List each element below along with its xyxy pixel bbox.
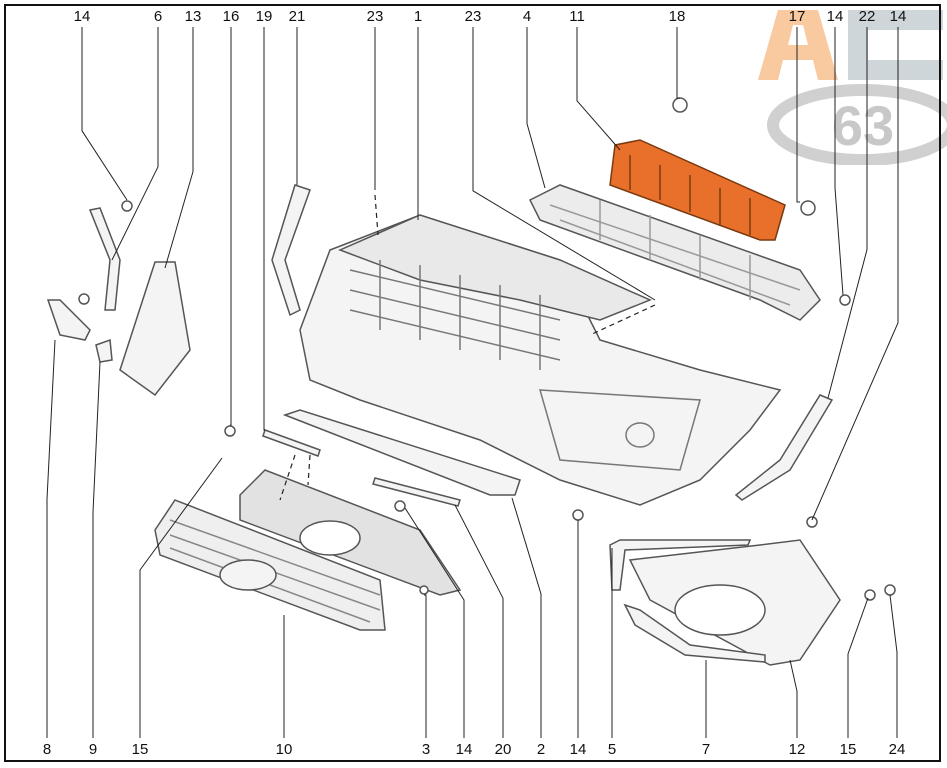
leader-line [111, 27, 159, 261]
part-strip-20 [372, 477, 461, 507]
callout-bottom-15: 15 [839, 741, 857, 758]
callout-bottom-5: 5 [607, 741, 617, 758]
callout-bottom-2: 2 [536, 741, 546, 758]
callout-top-14: 14 [73, 8, 91, 25]
part-bracket-21 [271, 184, 311, 317]
leader-line [847, 597, 869, 738]
callout-top-6: 6 [153, 8, 163, 25]
leader-line [811, 27, 899, 521]
callout-top-14: 14 [826, 8, 844, 25]
part-bracket-22 [734, 394, 834, 501]
callout-top-21: 21 [288, 8, 306, 25]
callout-top-18: 18 [668, 8, 686, 25]
part-fog-trim-7 [623, 603, 766, 663]
callout-top-17: 17 [788, 8, 806, 25]
leader-line [46, 339, 56, 738]
part-lower-spoiler [282, 409, 521, 496]
callout-top-4: 4 [522, 8, 532, 25]
part-reinforcement-highlighted [609, 139, 786, 241]
callout-top-23: 23 [366, 8, 384, 25]
part-bracket-13 [119, 261, 191, 397]
part-clip-9 [95, 338, 113, 363]
callout-bottom-9: 9 [88, 741, 98, 758]
callout-bottom-15: 15 [131, 741, 149, 758]
leader-line [81, 27, 128, 201]
callout-top-23: 23 [464, 8, 482, 25]
leader-line [676, 27, 680, 99]
callout-top-11: 11 [569, 8, 585, 25]
callout-top-14: 14 [889, 8, 907, 25]
leader-line [511, 497, 542, 738]
leader-line [263, 27, 265, 431]
callout-bottom-10: 10 [275, 741, 293, 758]
leader-line [164, 27, 194, 269]
part-bumper-upper [338, 214, 652, 321]
callout-bottom-12: 12 [788, 741, 806, 758]
svg-text:63: 63 [832, 94, 894, 157]
watermark-logo: 63 [758, 0, 947, 165]
callout-bottom-8: 8 [42, 741, 52, 758]
callout-bottom-3: 3 [421, 741, 431, 758]
leader-line [827, 27, 868, 399]
part-lower-grille [528, 184, 821, 321]
callout-top-1: 1 [413, 8, 423, 25]
leader-line [576, 27, 621, 151]
part-trim-8 [46, 299, 91, 341]
callout-top-19: 19 [255, 8, 273, 25]
leader-line [526, 27, 546, 189]
callout-bottom-7: 7 [701, 741, 711, 758]
part-strip-19 [262, 429, 321, 457]
leader-line [834, 27, 844, 296]
leader-line [230, 27, 232, 426]
leader-line [424, 594, 427, 738]
callout-top-16: 16 [222, 8, 240, 25]
part-badge [219, 559, 277, 591]
callout-bottom-20: 20 [494, 741, 512, 758]
callout-top-13: 13 [184, 8, 202, 25]
leader-line [454, 504, 504, 738]
part-fog-trim-5 [609, 539, 752, 591]
part-emblem [299, 520, 361, 556]
callout-top-22: 22 [858, 8, 876, 25]
leader-line [796, 27, 800, 203]
leader-line [472, 27, 656, 301]
leader-line [789, 659, 798, 738]
diagram-border [4, 4, 941, 762]
part-trim-6 [88, 207, 121, 311]
leader-line [139, 457, 223, 738]
leader-line [889, 594, 898, 738]
callout-bottom-14: 14 [455, 741, 473, 758]
leader-line [404, 507, 465, 738]
leader-line [92, 361, 101, 738]
callout-bottom-14: 14 [569, 741, 587, 758]
callout-bottom-24: 24 [888, 741, 906, 758]
